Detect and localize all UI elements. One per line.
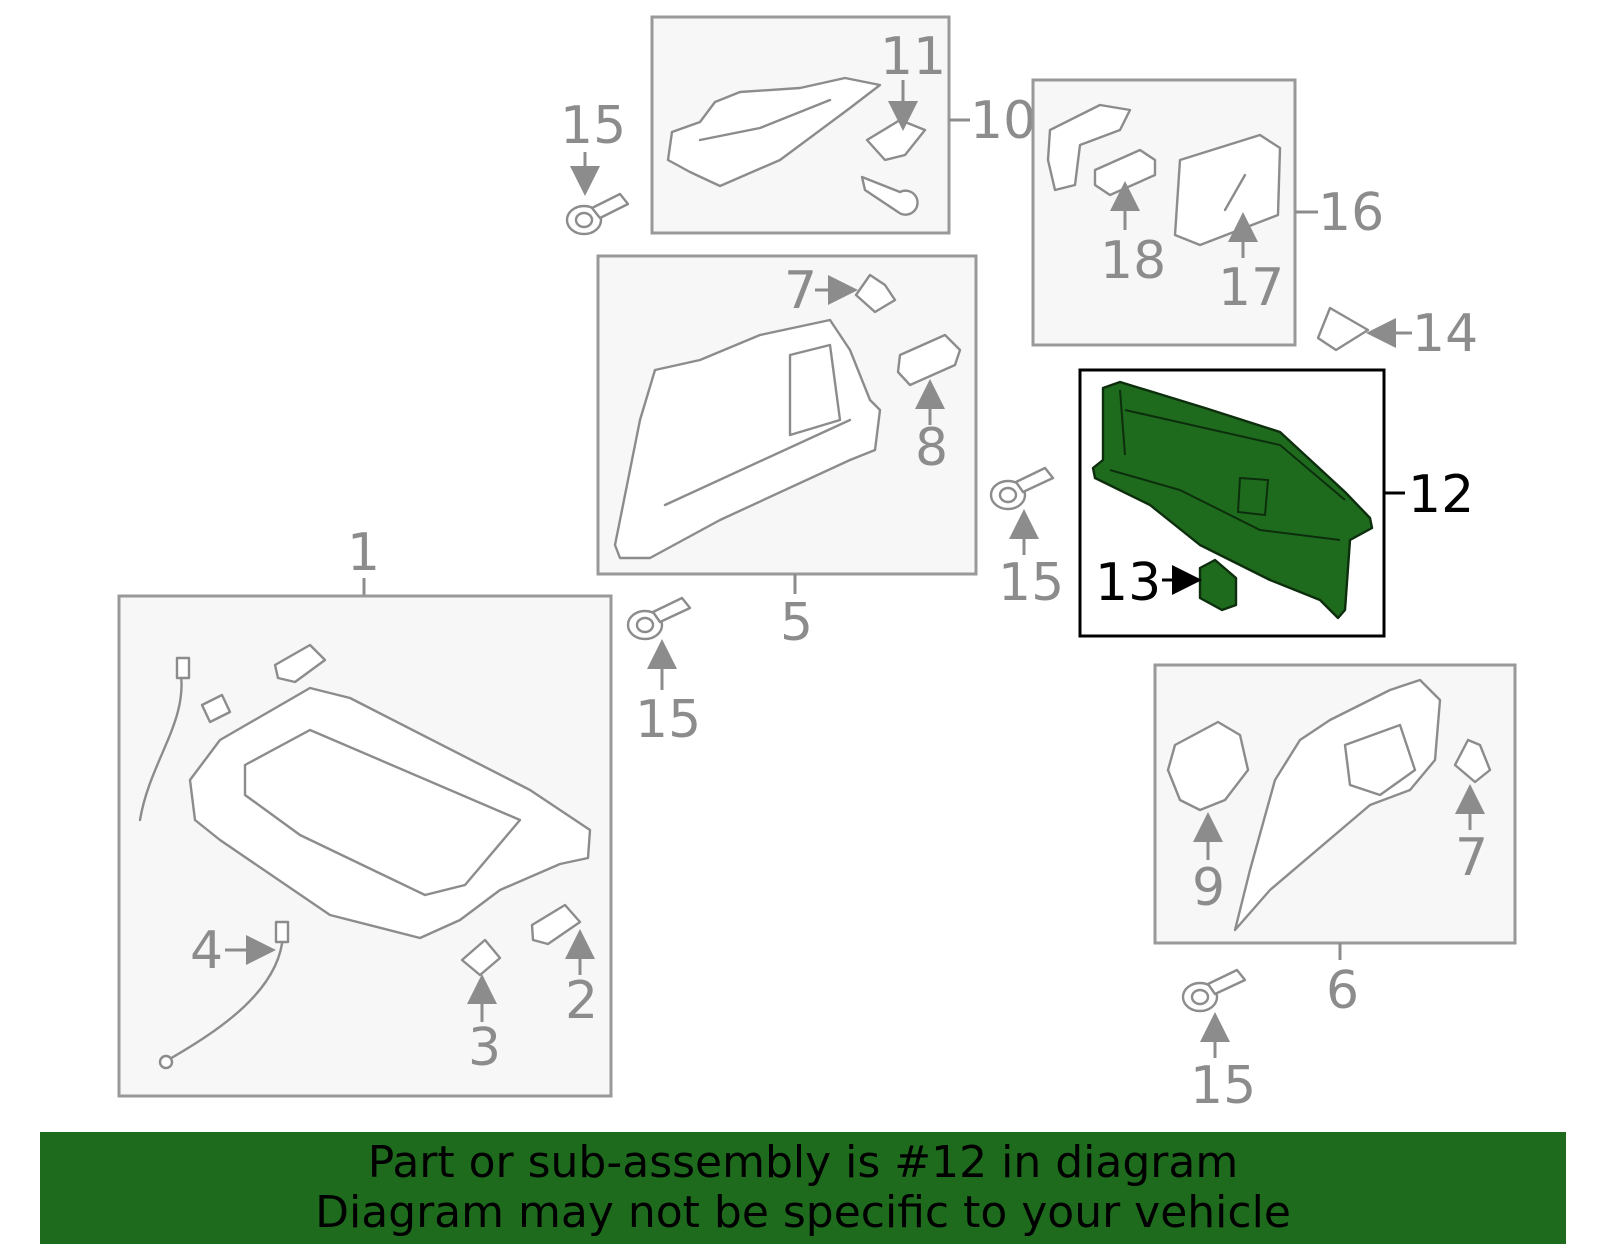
callout-8: 8 bbox=[915, 418, 948, 478]
callout-3: 3 bbox=[468, 1018, 501, 1078]
callout-12: 12 bbox=[1408, 465, 1474, 525]
group-box-6: 7 9 6 bbox=[1153, 663, 1517, 1021]
group-box-12-highlighted: 13 12 bbox=[1078, 368, 1474, 638]
pad-part-3[interactable] bbox=[460, 938, 502, 977]
clip-part-7-bottom[interactable] bbox=[1453, 738, 1492, 784]
callout-17: 17 bbox=[1218, 258, 1284, 318]
retainer-part[interactable] bbox=[860, 175, 919, 216]
push-pin-fastener[interactable] bbox=[626, 596, 692, 641]
push-pin-fastener[interactable] bbox=[565, 192, 630, 236]
group-box-5: 7 8 5 bbox=[596, 254, 978, 653]
fastener-15-bottom: 15 bbox=[1181, 968, 1256, 1116]
callout-15-bottom: 15 bbox=[1190, 1056, 1256, 1116]
group-box-10: 11 10 bbox=[650, 15, 1036, 235]
push-pin-fastener[interactable] bbox=[1181, 968, 1247, 1013]
cover-part-14[interactable] bbox=[1316, 306, 1370, 352]
strap-part[interactable] bbox=[138, 666, 183, 822]
callout-2: 2 bbox=[565, 971, 598, 1031]
quarter-trim-panel-6[interactable] bbox=[1233, 678, 1442, 932]
callout-1: 1 bbox=[347, 523, 380, 583]
callout-15-top: 15 bbox=[560, 96, 626, 156]
push-pin-fastener[interactable] bbox=[989, 466, 1055, 511]
callout-5: 5 bbox=[780, 593, 813, 653]
trim-panel-part[interactable] bbox=[666, 76, 882, 188]
clip-part-7-top[interactable] bbox=[854, 273, 897, 314]
fastener-15-mid-left: 15 bbox=[626, 596, 701, 750]
banner-line-1: Part or sub-assembly is #12 in diagram bbox=[367, 1137, 1239, 1188]
callout-11: 11 bbox=[880, 27, 946, 87]
callout-10: 10 bbox=[970, 91, 1036, 151]
fastener-15-mid-right: 15 bbox=[989, 466, 1064, 613]
cover-part-13[interactable] bbox=[1198, 558, 1238, 612]
cover-part-8[interactable] bbox=[896, 333, 962, 387]
fastener-15-top: 15 bbox=[560, 96, 630, 236]
callout-16: 16 bbox=[1318, 183, 1384, 243]
part-14: 14 bbox=[1316, 304, 1478, 364]
callout-14: 14 bbox=[1412, 304, 1478, 364]
rear-trim-panel-12[interactable] bbox=[1091, 380, 1374, 620]
cover-part-9[interactable] bbox=[1166, 720, 1250, 812]
group-box-16: 18 17 16 bbox=[1031, 78, 1384, 347]
callout-6: 6 bbox=[1326, 961, 1359, 1021]
hook-part[interactable] bbox=[273, 643, 327, 684]
callout-9: 9 bbox=[1192, 858, 1225, 918]
hook-part-2[interactable] bbox=[530, 903, 582, 946]
bracket-part[interactable] bbox=[1046, 103, 1132, 192]
info-banner: Part or sub-assembly is #12 in diagram D… bbox=[40, 1132, 1566, 1244]
callout-15-mid-left: 15 bbox=[635, 690, 701, 750]
callout-13: 13 bbox=[1095, 553, 1161, 613]
callout-4: 4 bbox=[190, 921, 223, 981]
callout-15-mid-right: 15 bbox=[998, 553, 1064, 613]
banner-line-2: Diagram may not be specific to your vehi… bbox=[315, 1187, 1291, 1238]
strap-part-4[interactable] bbox=[166, 933, 285, 1062]
cargo-cover-1[interactable] bbox=[188, 686, 592, 940]
clip-part[interactable] bbox=[200, 693, 232, 724]
callout-7-bottom: 7 bbox=[1455, 828, 1488, 888]
callout-18: 18 bbox=[1100, 231, 1166, 291]
group-box-1: 1 2 3 4 bbox=[117, 523, 613, 1098]
callout-7-top: 7 bbox=[784, 261, 817, 321]
